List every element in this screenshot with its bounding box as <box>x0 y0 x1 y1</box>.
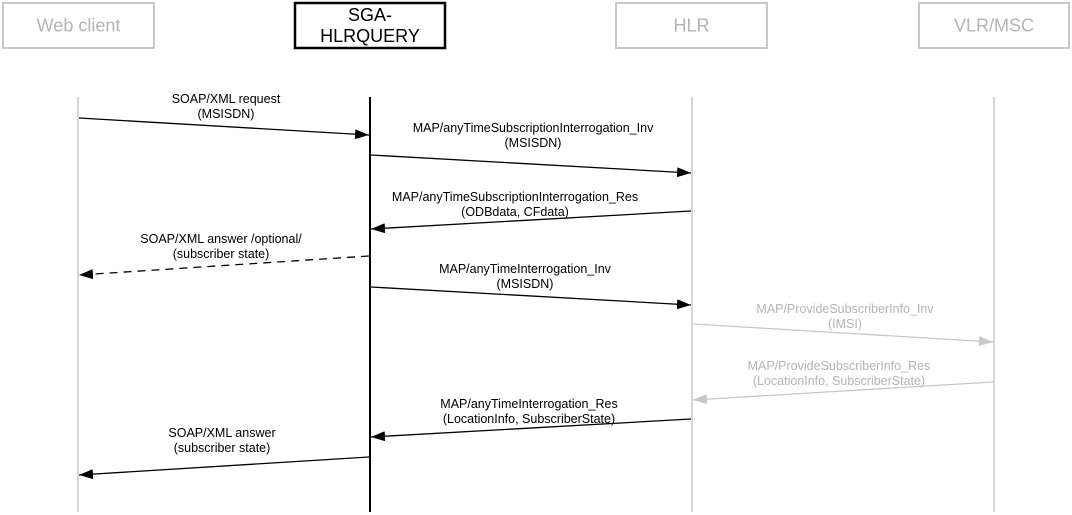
participant-boxes: Web client SGA-HLRQUERY HLR VLR/MSC <box>2 1 1070 50</box>
psi-inv-arrow <box>692 323 994 347</box>
lifelines <box>77 97 995 512</box>
atsi-res-label: MAP/anyTimeSubscriptionInterrogation_Res <box>392 190 638 204</box>
soap-answer-arrow <box>78 456 370 480</box>
psi-res-arrow <box>692 381 994 405</box>
ati-res-label: (LocationInfo, SubscriberState) <box>443 412 615 426</box>
sga-hlrquery-label: SGA- <box>348 5 392 25</box>
soap-request-label: (MSISDN) <box>198 107 255 121</box>
atsi-inv-label: (MSISDN) <box>505 136 562 150</box>
psi-res-label: MAP/ProvideSubscriberInfo_Res <box>748 359 931 373</box>
message-ati-res: MAP/anyTimeInterrogation_Res(LocationInf… <box>370 397 692 442</box>
message-psi-inv: MAP/ProvideSubscriberInfo_Inv(IMSI) <box>692 302 994 347</box>
ati-inv-label: MAP/anyTimeInterrogation_Inv <box>439 262 612 276</box>
atsi-inv-label: MAP/anyTimeSubscriptionInterrogation_Inv <box>413 121 654 135</box>
soap-request-label: SOAP/XML request <box>172 92 281 106</box>
message-ati-inv: MAP/anyTimeInterrogation_Inv(MSISDN) <box>370 262 692 310</box>
soap-answer-optional-arrow <box>78 255 370 280</box>
psi-res-label: (LocationInfo, SubscriberState) <box>753 374 925 388</box>
soap-answer-label: (subscriber state) <box>174 441 271 455</box>
ati-res-label: MAP/anyTimeInterrogation_Res <box>440 397 617 411</box>
message-atsi-res: MAP/anyTimeSubscriptionInterrogation_Res… <box>370 190 692 234</box>
message-soap-answer: SOAP/XML answer(subscriber state) <box>78 426 370 480</box>
ati-inv-arrow <box>370 286 692 310</box>
atsi-res-label: (ODBdata, CFdata) <box>461 205 569 219</box>
soap-request-arrow <box>78 117 370 140</box>
soap-answer-optional-label: (subscriber state) <box>173 247 270 261</box>
vlr-msc-box <box>918 2 1070 49</box>
ati-inv-label: (MSISDN) <box>497 277 554 291</box>
participant-web-client: Web client <box>2 2 155 49</box>
sga-hlrquery-box <box>293 1 447 50</box>
web-client-box <box>2 2 155 49</box>
web-client-label: Web client <box>37 16 121 36</box>
message-psi-res: MAP/ProvideSubscriberInfo_Res(LocationIn… <box>692 359 994 405</box>
participant-hlr: HLR <box>615 2 768 49</box>
participant-vlr-msc: VLR/MSC <box>918 2 1070 49</box>
messages: SOAP/XML request(MSISDN)MAP/anyTimeSubsc… <box>78 92 994 480</box>
message-atsi-inv: MAP/anyTimeSubscriptionInterrogation_Inv… <box>370 121 692 178</box>
psi-inv-label: MAP/ProvideSubscriberInfo_Inv <box>756 302 934 316</box>
hlr-label: HLR <box>673 16 709 36</box>
vlr-msc-label: VLR/MSC <box>954 16 1034 36</box>
atsi-res-arrow <box>370 210 692 234</box>
psi-inv-label: (IMSI) <box>828 317 862 331</box>
soap-answer-label: SOAP/XML answer <box>168 426 275 440</box>
ati-res-arrow <box>370 418 692 442</box>
message-soap-answer-optional: SOAP/XML answer /optional/(subscriber st… <box>78 232 370 280</box>
participant-sga-hlrquery: SGA-HLRQUERY <box>293 1 447 50</box>
hlr-box <box>615 2 768 49</box>
sga-hlrquery-label: HLRQUERY <box>320 26 420 46</box>
soap-answer-optional-label: SOAP/XML answer /optional/ <box>140 232 302 246</box>
atsi-inv-arrow <box>370 154 692 178</box>
message-soap-request: SOAP/XML request(MSISDN) <box>78 92 370 140</box>
